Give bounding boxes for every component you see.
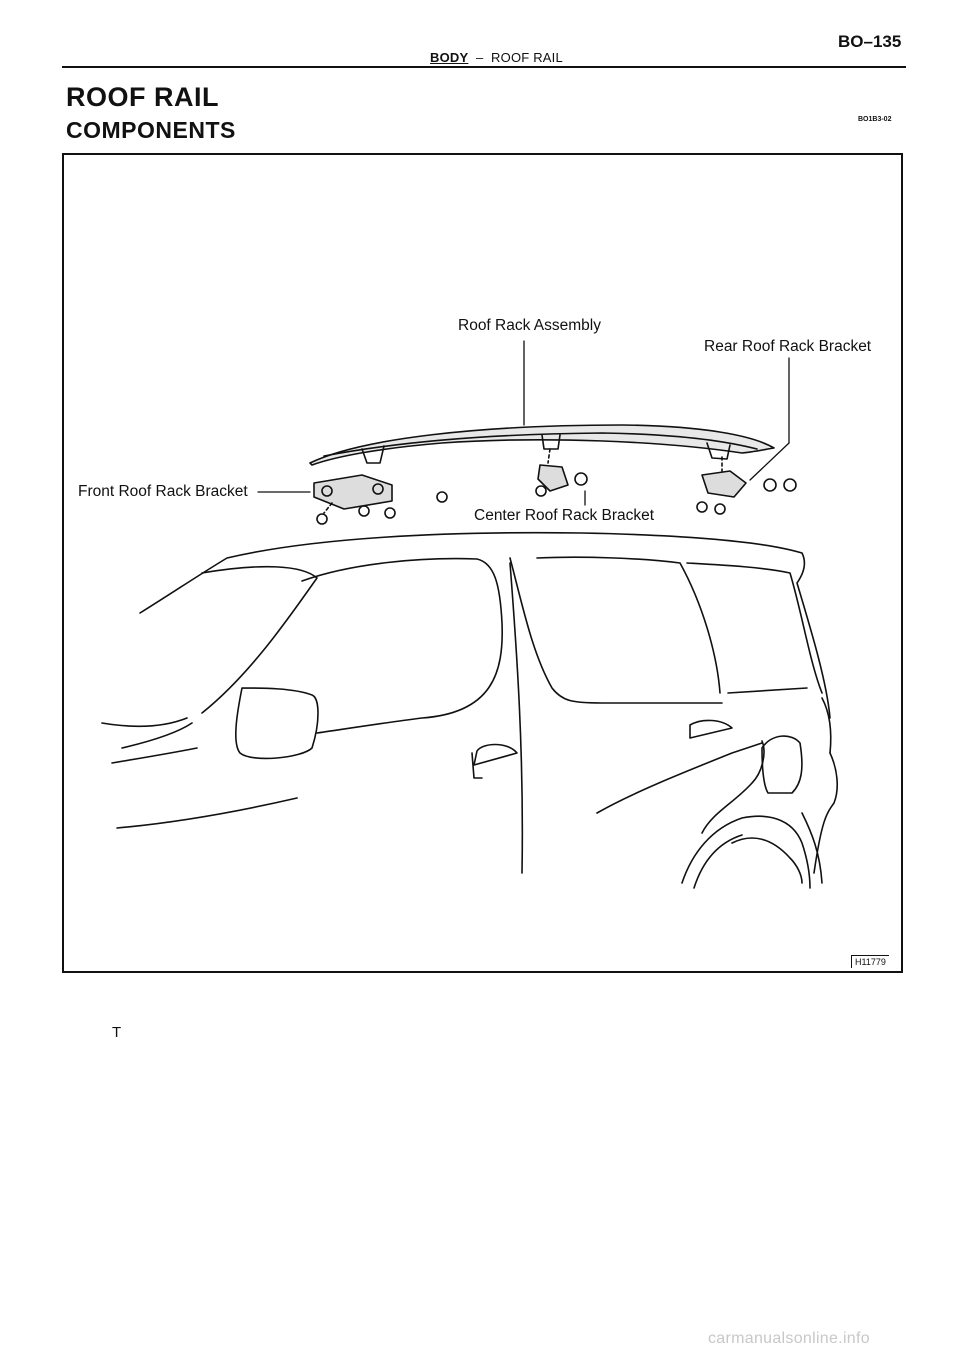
label-roof-rack-assembly: Roof Rack Assembly — [458, 317, 601, 334]
label-front-roof-rack-bracket: Front Roof Rack Bracket — [78, 483, 248, 500]
doc-code: BO1B3-02 — [858, 116, 892, 123]
diagram-frame — [62, 153, 903, 973]
label-center-roof-rack-bracket: Center Roof Rack Bracket — [474, 507, 655, 524]
figure-code: H11779 — [851, 955, 889, 968]
roof-rack-rail — [309, 424, 775, 466]
page-number: BO–135 — [838, 32, 902, 51]
watermark: carmanualsonline.info — [708, 1330, 870, 1347]
corner-mark: T — [112, 1024, 122, 1041]
label-rear-roof-rack-bracket: Rear Roof Rack Bracket — [704, 338, 872, 355]
front-bracket — [313, 474, 448, 525]
header-rule — [62, 66, 906, 68]
leader-lines — [257, 340, 790, 506]
page-subtitle: COMPONENTS — [66, 117, 236, 143]
rear-bracket — [696, 456, 797, 515]
header-section: BODY – ROOF RAIL — [430, 50, 563, 65]
header-subsection: ROOF RAIL — [491, 50, 563, 65]
roof-rail-diagram — [101, 340, 839, 889]
vehicle-outline — [101, 531, 839, 889]
header-separator: – — [475, 50, 484, 65]
page-title: ROOF RAIL — [66, 82, 219, 112]
center-bracket — [535, 448, 588, 497]
header-section-name: BODY — [430, 50, 469, 65]
